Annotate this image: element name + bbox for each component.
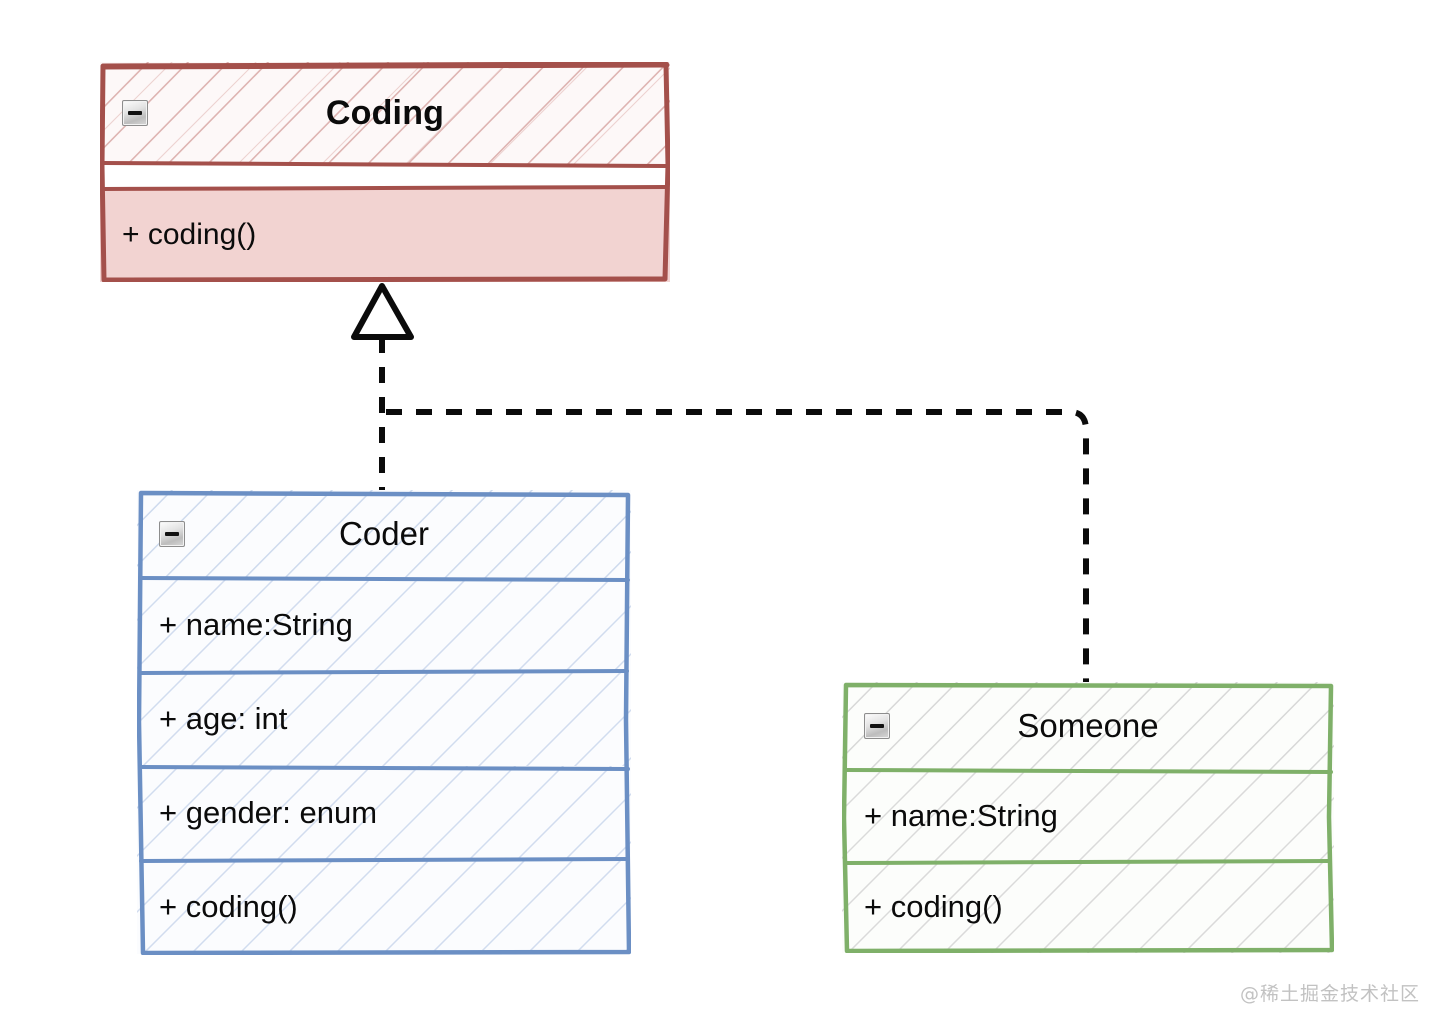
coder-method-label: + coding() <box>159 889 298 924</box>
coder-class-name: Coder <box>339 515 429 552</box>
someone-attribute-row: + name:String <box>842 769 1334 862</box>
coding-title-compartment: Coding <box>100 62 670 164</box>
coder-attribute-row: + age: int <box>137 672 631 766</box>
coder-attribute-label: + gender: enum <box>159 795 378 830</box>
someone-title-compartment: Someone <box>842 682 1334 770</box>
coding-class-name: Coding <box>325 93 445 132</box>
minus-icon[interactable] <box>122 100 148 126</box>
minus-bar <box>128 111 142 115</box>
someone-method-row: + coding() <box>842 861 1334 953</box>
coding-attributes-compartment <box>100 164 670 188</box>
minus-icon[interactable] <box>159 521 185 547</box>
coding-method-row: + coding() <box>100 188 670 282</box>
someone-method-label: + coding() <box>864 889 1003 925</box>
minus-bar <box>165 532 179 536</box>
someone-attribute-label: + name:String <box>864 797 1058 833</box>
uml-class-someone[interactable]: Someone + name:Stri <box>842 682 1334 953</box>
uml-class-coding[interactable]: Coding + coding() <box>100 62 670 282</box>
uml-class-coder[interactable]: Coder + name:String <box>137 490 631 955</box>
minus-icon[interactable] <box>864 712 890 739</box>
realization-arrowhead-icon <box>351 283 414 340</box>
watermark-text: @稀土掘金技术社区 <box>1239 983 1420 1005</box>
coder-method-row: + coding() <box>137 860 631 954</box>
coder-attribute-label: + name:String <box>159 607 353 642</box>
coder-title-compartment: Coder <box>137 490 631 578</box>
coder-attribute-row: + name:String <box>137 578 631 672</box>
minus-bar <box>870 723 884 728</box>
coder-attribute-row: + gender: enum <box>137 766 631 860</box>
coder-attribute-label: + age: int <box>159 701 288 736</box>
someone-class-name: Someone <box>1017 706 1159 744</box>
coding-method-label: + coding() <box>122 218 257 251</box>
